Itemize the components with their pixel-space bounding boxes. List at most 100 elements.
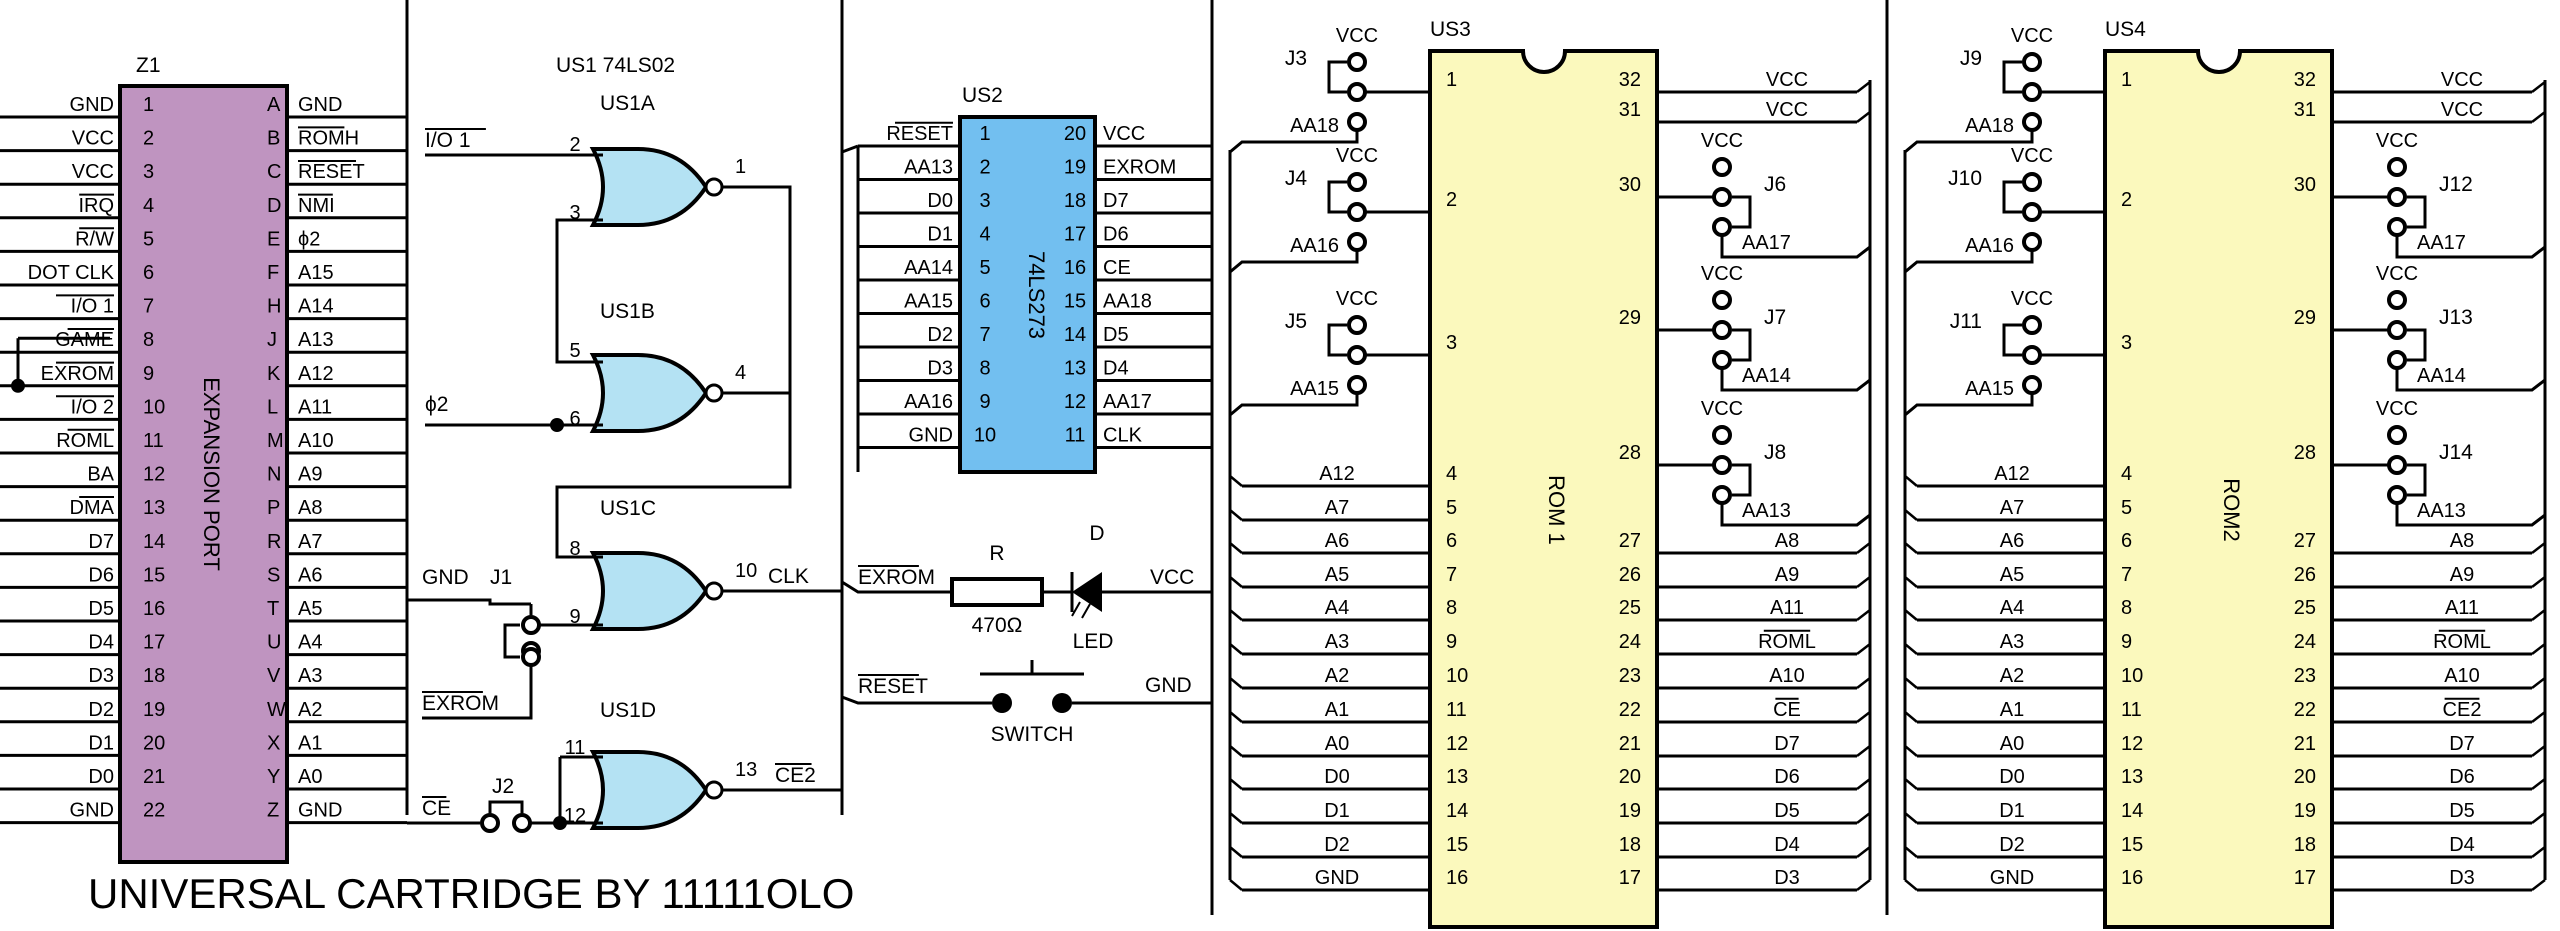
us1b-out-wire: [555, 391, 792, 559]
rom-bus-entry: [1904, 879, 1918, 891]
jumper-net: AA14: [2417, 365, 2466, 387]
rom-right-net: ROML: [2433, 631, 2491, 653]
port-left-net: D6: [88, 564, 114, 586]
rom-right-net: D4: [1774, 834, 1800, 856]
ls273-left-net: D0: [927, 190, 953, 212]
nor-gate-body: [589, 353, 709, 433]
rom-pin: 26: [2294, 564, 2316, 586]
reset-switch-wire: [841, 695, 992, 705]
port-pin-letter: Y: [267, 766, 280, 788]
rom-bus-entry: [2531, 542, 2546, 554]
net-label-exrom: EXROM: [422, 692, 499, 715]
rom-right-net: D5: [2449, 800, 2475, 822]
port-left-net: VCC: [72, 161, 114, 183]
rom-bus-entry: [1856, 609, 1871, 621]
rom-left-net: D0: [1324, 766, 1350, 788]
port-pin-number: 17: [143, 632, 165, 654]
port-right-net: A1: [298, 732, 322, 754]
ls273-right-net: D5: [1103, 324, 1129, 346]
jumper-pin: [1347, 232, 1367, 252]
rom-bus-entry: [1904, 475, 1918, 487]
rom-left-net: A12: [1994, 463, 2030, 485]
port-pin-number: 9: [143, 363, 154, 385]
rom-left-net: A7: [1325, 497, 1349, 519]
rom-pin: 24: [2294, 631, 2316, 653]
gate-pin: 11: [565, 737, 586, 759]
port-pin-number: 7: [143, 296, 154, 318]
jumper-net: AA17: [1742, 232, 1791, 254]
rom-bus-entry: [1229, 475, 1243, 487]
port-pin-number: 6: [143, 262, 154, 284]
ls273-left-net: D3: [927, 358, 953, 380]
rom-pin: 30: [1619, 174, 1641, 196]
jumper-net: AA17: [2417, 232, 2466, 254]
rom-bus-entry: [1856, 778, 1871, 790]
rom-pin: 30: [2294, 174, 2316, 196]
rom-bus-entry: [1229, 846, 1243, 858]
rom-right-net: A9: [1775, 564, 1799, 586]
port-left-net: BA: [87, 464, 114, 486]
jumper-vcc-label: VCC: [2376, 130, 2418, 152]
rom-pin: 26: [1619, 564, 1641, 586]
ls273-right-net: AA17: [1103, 391, 1152, 413]
rom-left-net: A3: [1325, 631, 1349, 653]
port-pin-letter: L: [267, 396, 278, 418]
ls273-pin: 3: [979, 190, 990, 212]
jumper-shunt: [1327, 180, 1347, 214]
jumper-net: AA16: [1965, 235, 2014, 257]
jumper-shunt: [2002, 60, 2022, 94]
jumper-ref: J12: [2439, 173, 2473, 196]
rom-pin: 10: [2121, 665, 2143, 687]
rom-pin: 24: [1619, 631, 1641, 653]
port-pin-letter: V: [267, 665, 281, 687]
jumper-net: AA13: [1742, 500, 1791, 522]
jumper-pin: [1712, 485, 1732, 505]
ls273-right-net: EXROM: [1103, 157, 1176, 179]
rom-right-net: CE: [1773, 699, 1801, 721]
port-left-net: D7: [88, 531, 114, 553]
port-left-net: I/O 2: [71, 396, 114, 418]
inverter-bubble: [704, 177, 724, 197]
rom-bus-entry: [2531, 643, 2546, 655]
gate-name: US1B: [600, 300, 655, 323]
rom-bus-entry: [1904, 643, 1918, 655]
rom-bus-entry: [1856, 542, 1871, 554]
port-left-net: D3: [88, 665, 114, 687]
rom-pin: 16: [2121, 867, 2143, 889]
rom-pin: 20: [1619, 766, 1641, 788]
port-pin-letter: K: [267, 363, 281, 385]
rom-label: ROM2: [2219, 478, 2244, 542]
rom-pin: 11: [2121, 699, 2142, 721]
port-pin-number: 10: [143, 396, 165, 418]
port-right-net: A10: [298, 430, 334, 452]
jumper-pin: [2387, 455, 2407, 475]
rom-right-net: D3: [2449, 867, 2475, 889]
jumper-pin: [2022, 82, 2042, 102]
rom-pin: 3: [2121, 332, 2132, 354]
port-right-net: A7: [298, 531, 322, 553]
rom-pin: 18: [2294, 834, 2316, 856]
port-right-net: A12: [298, 363, 334, 385]
rom-right-net: D4: [2449, 834, 2475, 856]
jumper-pin: [1347, 172, 1367, 192]
jumper-pin: [1712, 350, 1732, 370]
jumper-bus-wire: [1229, 393, 1359, 417]
rom-left-net: A6: [1325, 530, 1349, 552]
jumper-pin: [1347, 315, 1367, 335]
rom-right-net: VCC: [2441, 69, 2483, 91]
port-pin-letter: A: [267, 94, 281, 116]
jumper-vcc-label: VCC: [1701, 263, 1743, 285]
exrom-wire-j1: [422, 665, 533, 720]
rom-pin: 25: [1619, 597, 1641, 619]
jumper-pin: [512, 813, 532, 833]
jumper-j1-label: J1: [490, 566, 512, 589]
port-pin-letter: F: [267, 262, 279, 284]
rom-pin: 17: [2294, 867, 2316, 889]
port-right-net: A13: [298, 329, 334, 351]
gate-pin: 13: [735, 759, 757, 781]
jumper-pin: [1712, 455, 1732, 475]
